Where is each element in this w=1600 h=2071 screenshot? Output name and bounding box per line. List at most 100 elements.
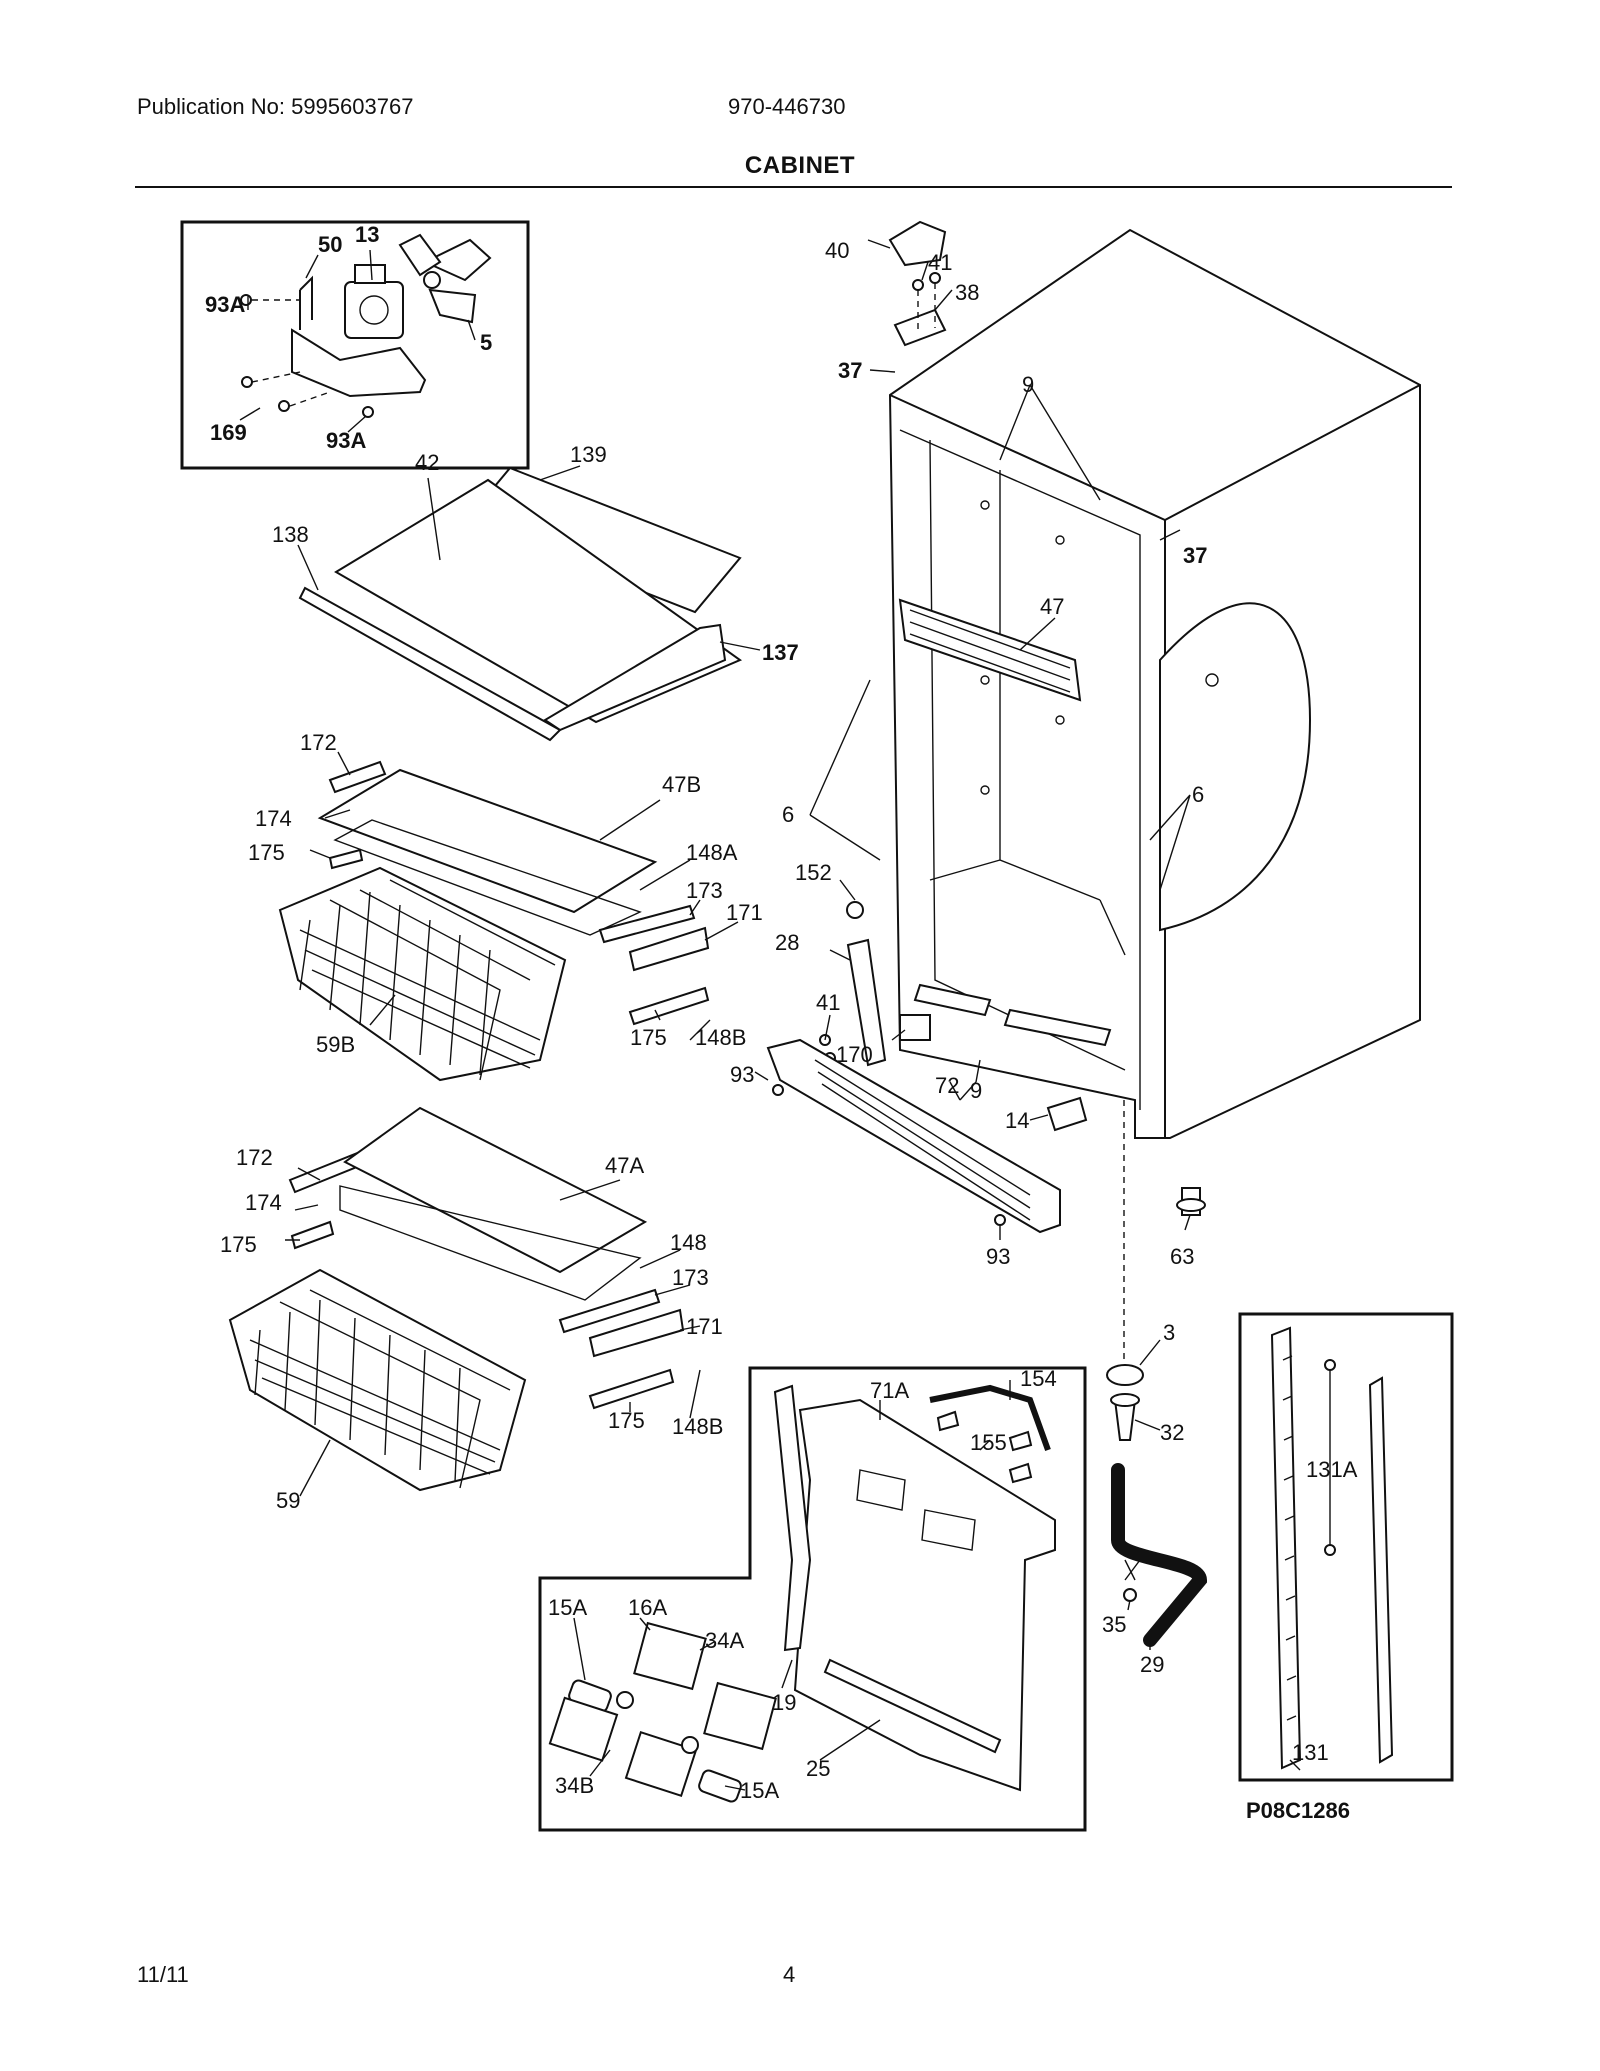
- callout-label: 47B: [662, 772, 701, 797]
- callout-label: 93A: [326, 428, 366, 453]
- callout-label: 47: [1040, 594, 1064, 619]
- callout-label: 13: [355, 222, 379, 247]
- callout-label: 63: [1170, 1244, 1194, 1269]
- drain-tube-29: [1111, 1463, 1208, 1647]
- vent-47: [898, 598, 1082, 702]
- gasket-19: [773, 1384, 812, 1652]
- callout-label: 40: [825, 238, 849, 263]
- fan-motor: [344, 264, 404, 339]
- callout-label: 131A: [1306, 1457, 1358, 1482]
- callout-label: 14: [1005, 1108, 1029, 1133]
- callout-label: 169: [210, 420, 247, 445]
- callout-label: 173: [686, 878, 723, 903]
- callout-label: 3: [1163, 1320, 1175, 1345]
- callout-label: 173: [672, 1265, 709, 1290]
- top-hinge: [888, 220, 947, 347]
- header-rule: [135, 186, 1452, 188]
- callout-label: 5: [480, 330, 492, 355]
- basket-59: [228, 1268, 527, 1492]
- callout-label: 41: [928, 250, 952, 275]
- callout-label: 93: [730, 1062, 754, 1087]
- fan-blade: [398, 233, 492, 324]
- callout-label: 19: [772, 1690, 796, 1715]
- callout-label: 148B: [695, 1025, 746, 1050]
- callout-label: 28: [775, 930, 799, 955]
- slide-175-left-lower: [290, 1220, 335, 1250]
- frame-148A: [333, 819, 642, 936]
- fan-bracket: [291, 275, 427, 398]
- callout-label: 15A: [740, 1778, 779, 1803]
- callout-label: 93A: [205, 292, 245, 317]
- strip-inset: [1238, 1312, 1454, 1782]
- callout-label: 170: [836, 1042, 873, 1067]
- callout-label: 29: [1140, 1652, 1164, 1677]
- callout-label: 71A: [870, 1378, 909, 1403]
- callout-label: 175: [248, 840, 285, 865]
- callout-label: 32: [1160, 1420, 1184, 1445]
- back-panel-25: [793, 1398, 1056, 1792]
- switch-14: [1046, 1096, 1088, 1132]
- page-number: 4: [783, 1962, 796, 1987]
- diagram-code: P08C1286: [1246, 1798, 1350, 1823]
- cover-47A: [343, 1106, 648, 1274]
- shelf-bracket-137: [543, 623, 727, 732]
- callout-label: 34A: [705, 1628, 744, 1653]
- callout-label: 42: [415, 450, 439, 475]
- cover-47B: [317, 768, 658, 914]
- top-shelf-assembly: [298, 466, 743, 742]
- callout-label: 34B: [555, 1773, 594, 1798]
- clips-155: [936, 1410, 1033, 1484]
- callout-label: 174: [245, 1190, 282, 1215]
- callout-label: 37: [1183, 543, 1207, 568]
- callout-label: 15A: [548, 1595, 587, 1620]
- callout-label: 148A: [686, 840, 738, 865]
- callout-label: 93: [986, 1244, 1010, 1269]
- callout-label: 9: [1022, 372, 1034, 397]
- callout-label: 25: [806, 1756, 830, 1781]
- callout-label: 175: [630, 1025, 667, 1050]
- page-title: CABINET: [744, 152, 856, 179]
- callout-label: 50: [318, 232, 342, 257]
- frame-148: [339, 1185, 642, 1301]
- rail-173-upper: [598, 904, 696, 944]
- callout-labels: 50 13 93A 5 169 93A 42 139 138 137 172 4…: [205, 222, 1358, 1803]
- model-number: 970-446730: [728, 94, 846, 119]
- leader-lines: [239, 239, 1331, 1791]
- callout-label: 148B: [672, 1414, 723, 1439]
- callout-label: 6: [782, 802, 794, 827]
- footer-date: 11/11: [137, 1962, 189, 1987]
- callout-label: 171: [726, 900, 763, 925]
- callout-label: 175: [608, 1408, 645, 1433]
- callout-label: 172: [300, 730, 337, 755]
- kick-plate-72: [766, 1038, 1061, 1234]
- callout-label: 59B: [316, 1032, 355, 1057]
- callout-label: 155: [970, 1430, 1007, 1455]
- slide-175-right-lower: [588, 1368, 675, 1410]
- callout-label: 131: [1292, 1740, 1329, 1765]
- callout-label: 152: [795, 860, 832, 885]
- callout-label: 6: [1192, 782, 1204, 807]
- rail-173-lower: [558, 1288, 661, 1334]
- callout-label: 72: [935, 1073, 959, 1098]
- slide-175-left-upper: [328, 848, 364, 870]
- callout-label: 139: [570, 442, 607, 467]
- lower-hinge: [819, 901, 931, 1067]
- callout-label: 137: [762, 640, 799, 665]
- callout-label: 37: [838, 358, 862, 383]
- callout-label: 175: [220, 1232, 257, 1257]
- callout-label: 148: [670, 1230, 707, 1255]
- callout-label: 38: [955, 280, 979, 305]
- callout-label: 172: [236, 1145, 273, 1170]
- fan-motor-inset: [180, 220, 530, 470]
- slide-175-right-upper: [628, 986, 710, 1026]
- callout-label: 59: [276, 1488, 300, 1513]
- callout-label: 174: [255, 806, 292, 831]
- callout-label: 171: [686, 1314, 723, 1339]
- cabinet-side-bulge: [1159, 602, 1312, 932]
- callout-label: 154: [1020, 1366, 1057, 1391]
- lower-panel-inset: [538, 1366, 1087, 1832]
- rail-171-upper: [628, 926, 710, 972]
- publication-number: Publication No: 5995603767: [137, 94, 414, 119]
- upper-drawer-assembly: [278, 760, 710, 1082]
